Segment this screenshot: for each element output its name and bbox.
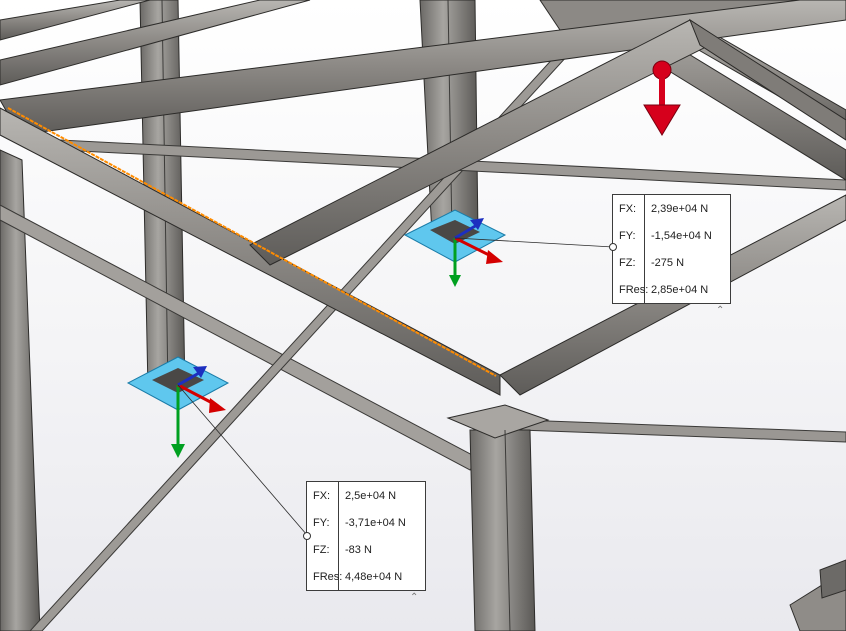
reaction-force-callout-upper[interactable]: FX: 2,39e+04 N FY: -1,54e+04 N FZ: -275 N F… xyxy=(612,194,731,304)
callout-value: -3,71e+04 N xyxy=(345,516,406,529)
column-far-left xyxy=(0,149,41,631)
callout-label: FY: xyxy=(307,509,339,536)
callout-label: FY: xyxy=(613,222,645,249)
callout-value: -1,54e+04 N xyxy=(651,229,712,242)
callout-row-fx: FX: 2,39e+04 N xyxy=(613,195,730,222)
callout-row-fx: FX: 2,5e+04 N xyxy=(307,482,425,509)
reaction-force-callout-lower[interactable]: FX: 2,5e+04 N FY: -3,71e+04 N FZ: -83 N FRe… xyxy=(306,481,426,591)
callout-row-fz: FZ: -83 N xyxy=(307,536,425,563)
callout-anchor-point xyxy=(303,532,311,540)
callout-label: FRes: xyxy=(613,276,648,303)
callout-value: 2,39e+04 N xyxy=(651,202,709,215)
callout-value: 2,85e+04 N xyxy=(651,283,709,296)
callout-anchor-point xyxy=(609,243,617,251)
column-front-right xyxy=(446,404,550,631)
chevron-up-icon[interactable]: ⌃ xyxy=(410,592,419,603)
callout-value: -83 N xyxy=(345,543,372,556)
callout-label: FZ: xyxy=(307,536,339,563)
column-base-bottom-right xyxy=(789,559,846,631)
callout-value: -275 N xyxy=(651,256,685,269)
callout-row-fres: FRes:2,85e+04 N xyxy=(613,276,730,303)
axis-triad-upper xyxy=(449,218,503,287)
callout-row-fz: FZ: -275 N xyxy=(613,249,730,276)
callout-label: FX: xyxy=(307,482,339,509)
callout-leader-lines xyxy=(177,237,614,536)
callout-value: 4,48e+04 N xyxy=(345,570,403,583)
callout-row-fy: FY: -1,54e+04 N xyxy=(613,222,730,249)
axis-triad-lower xyxy=(171,366,226,458)
selected-edge-highlight[interactable] xyxy=(7,107,497,377)
callout-row-fy: FY: -3,71e+04 N xyxy=(307,509,425,536)
chevron-up-icon[interactable]: ⌃ xyxy=(716,305,725,316)
callout-value: 2,5e+04 N xyxy=(345,489,397,502)
callout-row-fres: FRes:4,48e+04 N xyxy=(307,563,425,590)
load-arrow-icon[interactable] xyxy=(643,60,681,136)
callout-label: FZ: xyxy=(613,249,645,276)
callout-label: FX: xyxy=(613,195,645,222)
callout-label: FRes: xyxy=(307,563,342,590)
